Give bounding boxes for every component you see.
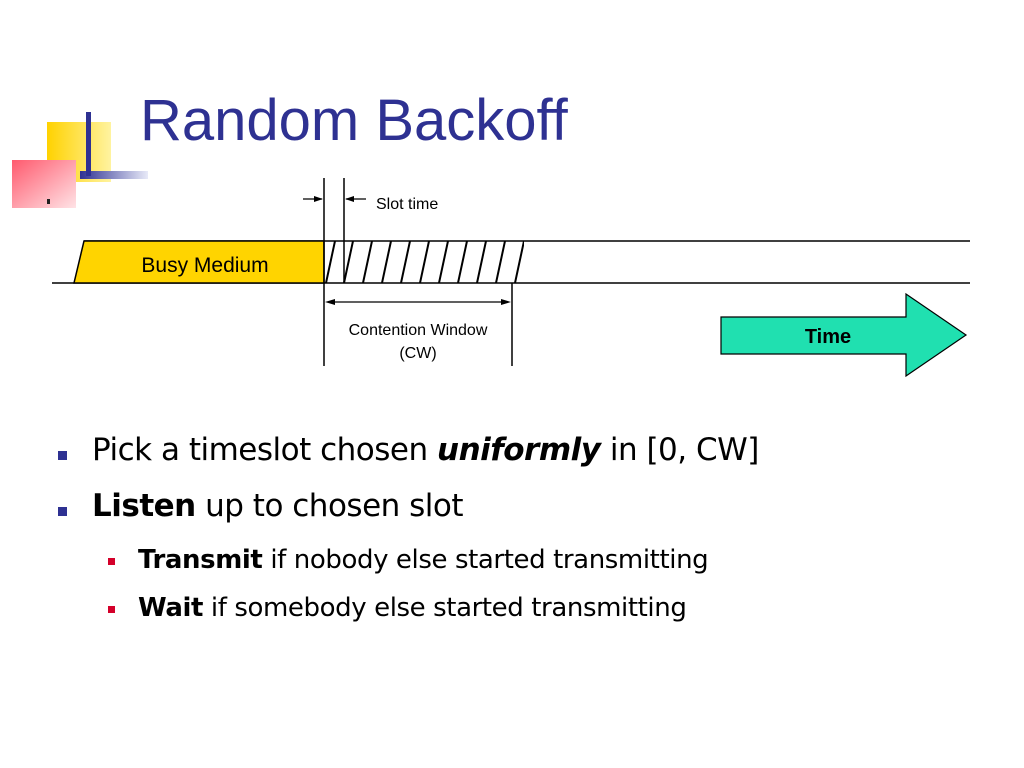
cw-label-line2: (CW) [399,345,436,362]
busy-medium-label: Busy Medium [141,254,268,277]
bullet-item: Listen up to chosen slot [56,488,996,524]
bullet-text: if nobody else started transmitting [262,545,709,575]
sub-bullet-item: Transmit if nobody else started transmit… [56,544,996,576]
slot-arrowhead-left [314,196,323,202]
bullet-emphasis: Listen [92,488,196,524]
slot-arrowhead-right [345,196,354,202]
sub-bullet-square-icon [108,558,115,565]
time-arrow [720,292,968,378]
sub-bullet-item: Wait if somebody else started transmitti… [56,592,996,624]
small-dot [47,199,50,204]
bullet-square-icon [58,451,67,460]
bullet-text: if somebody else started transmitting [203,593,687,623]
backoff-timing-diagram: Busy Medium Slot time Contention Window … [52,178,970,378]
time-label: Time [805,326,851,348]
slot-hatching [325,241,524,283]
bullet-emphasis: uniformly [437,432,601,468]
sub-bullet-square-icon [108,606,115,613]
bullet-text: in [0, CW] [600,432,760,468]
bullet-square-icon [58,507,67,516]
blue-vertical-bar [86,112,91,176]
bullet-emphasis: Wait [138,593,204,623]
bullet-item: Pick a timeslot chosen uniformly in [0, … [56,432,996,468]
bullet-text: up to chosen slot [195,488,464,524]
red-square [12,160,76,208]
decorative-corner-squares [12,112,148,208]
bullet-text: Pick a timeslot chosen [92,432,437,468]
slot-time-label: Slot time [376,196,438,213]
bullet-list: Pick a timeslot chosen uniformly in [0, … [56,432,996,640]
blue-underline [80,171,148,179]
slide-title: Random Backoff [140,88,568,153]
cw-arrowhead-right [501,299,511,305]
cw-label-line1: Contention Window [349,322,488,339]
cw-arrowhead-left [325,299,335,305]
bullet-emphasis: Transmit [138,545,263,575]
